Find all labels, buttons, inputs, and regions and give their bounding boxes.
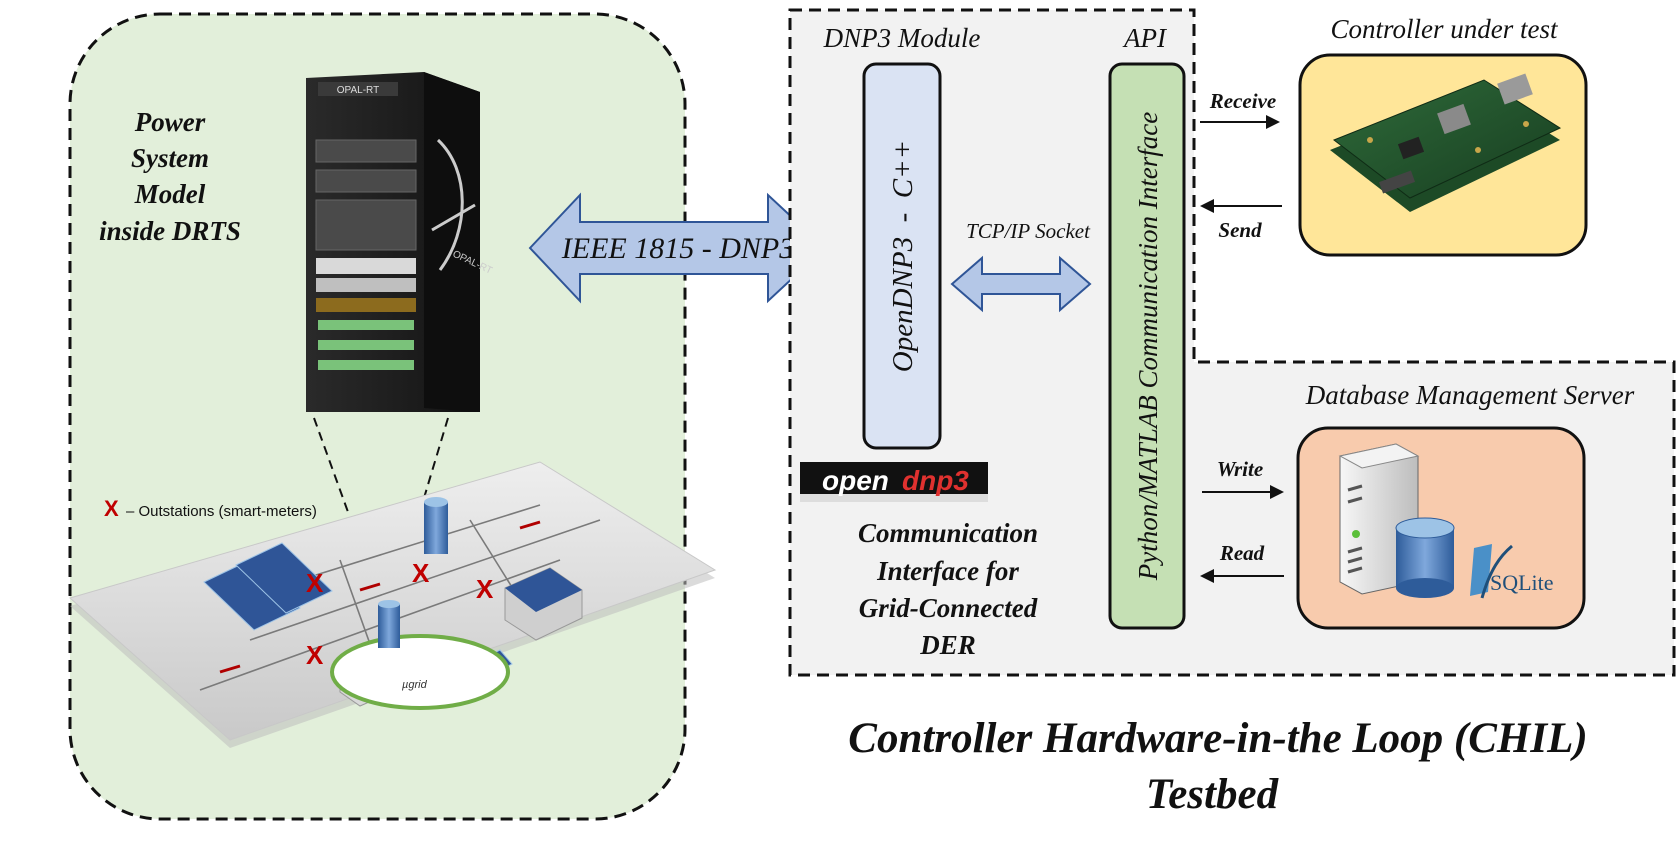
- sqlite-label: SQLite: [1490, 570, 1554, 595]
- database-title: Database Management Server: [1305, 380, 1635, 410]
- dnp3-description-line: Grid-Connected: [859, 593, 1038, 623]
- outstation-marker: X: [306, 568, 324, 598]
- legend-text: – Outstations (smart-meters): [126, 503, 317, 520]
- controller-board-image: [1330, 73, 1562, 212]
- api-header: API: [1122, 23, 1168, 53]
- tcp-socket-label: TCP/IP Socket: [966, 219, 1091, 243]
- left-title-line: inside DRTS: [99, 216, 241, 246]
- dnp3-description-line: DER: [919, 630, 976, 660]
- send-label: Send: [1218, 218, 1262, 242]
- left-title-line: Power: [134, 107, 206, 137]
- footer-title-line2: Testbed: [1146, 771, 1280, 818]
- controller-title: Controller under test: [1331, 14, 1559, 44]
- opendnp3-logo: open dnp3: [800, 462, 988, 502]
- protocol-label: IEEE 1815 - DNP3: [561, 232, 794, 265]
- left-panel-title: Power System Model inside DRTS: [99, 107, 241, 246]
- footer-title-line1: Controller Hardware-in-the Loop (CHIL): [848, 715, 1587, 762]
- logo-text-dnp3: dnp3: [902, 465, 969, 496]
- write-arrow: [1202, 485, 1284, 499]
- receive-label: Receive: [1209, 89, 1276, 113]
- outstation-marker: X: [306, 640, 324, 670]
- tcp-socket-arrow: [950, 255, 1092, 313]
- opendnp3-box-label: OpenDNP3 - C++: [887, 140, 919, 372]
- dnp3-module-header: DNP3 Module: [823, 23, 981, 53]
- power-grid-model-image: µgrid X X X X: [68, 461, 717, 748]
- outstation-marker: X: [412, 558, 430, 588]
- sqlite-logo: SQLite: [1470, 544, 1554, 599]
- send-arrow: [1200, 199, 1282, 213]
- api-box-label: Python/MATLAB Communication Interface: [1133, 112, 1163, 581]
- dnp3-description-line: Interface for: [876, 556, 1019, 586]
- read-label: Read: [1219, 541, 1265, 565]
- opal-rt-rack-image: OPAL-RT OPAL-RT: [306, 72, 494, 412]
- left-title-line: System: [131, 143, 209, 173]
- receive-arrow: [1200, 115, 1280, 129]
- logo-text-open: open: [822, 465, 889, 496]
- opendnp3-box: [862, 62, 942, 450]
- legend-marker: X: [104, 496, 119, 521]
- footer-title: Controller Hardware-in-the Loop (CHIL) T…: [848, 715, 1587, 818]
- zoom-line: [313, 417, 349, 513]
- read-arrow: [1200, 569, 1284, 583]
- write-label: Write: [1217, 457, 1263, 481]
- dnp3-description: Communication Interface for Grid-Connect…: [858, 518, 1038, 660]
- outstation-marker: X: [476, 574, 494, 604]
- rack-brand-label: OPAL-RT: [337, 85, 379, 96]
- database-cylinder-icon: [1395, 517, 1455, 598]
- microgrid-label: µgrid: [402, 679, 428, 691]
- dnp3-description-line: Communication: [858, 518, 1038, 548]
- left-title-line: Model: [134, 179, 206, 209]
- api-box: [1108, 62, 1186, 630]
